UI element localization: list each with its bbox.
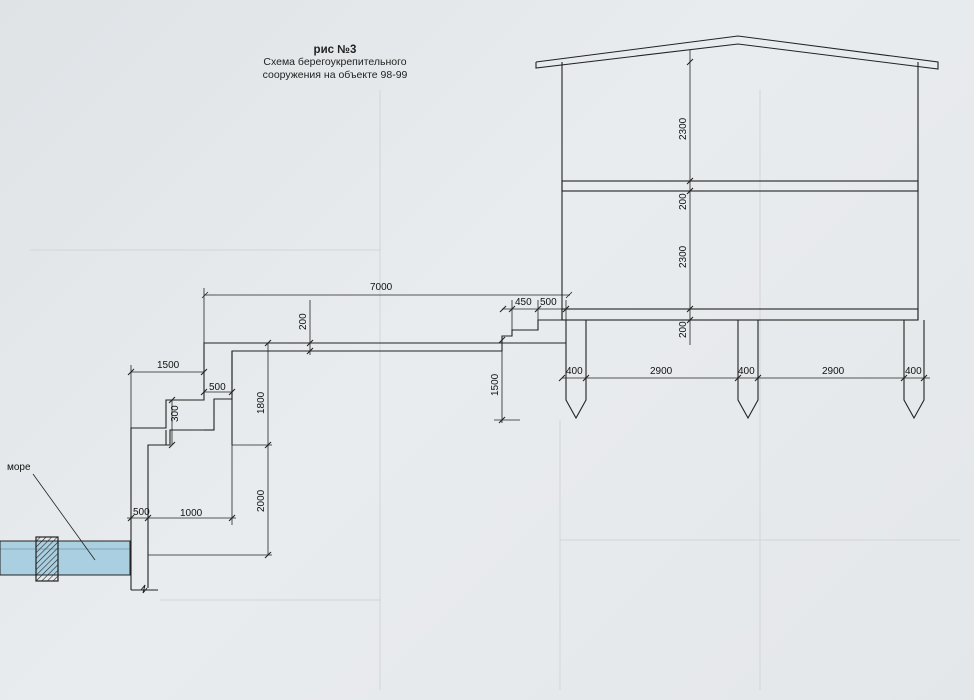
sea-leader-line <box>32 473 96 561</box>
dim-pile-400-b: 400 <box>738 366 755 377</box>
dimension-labels: 7000 450 500 200 1500 500 300 1800 2000 … <box>133 117 922 519</box>
dim-300: 300 <box>170 405 181 422</box>
retaining-wall <box>130 319 566 594</box>
dim-2900-a: 2900 <box>650 366 673 377</box>
dim-500-mid: 500 <box>209 382 226 393</box>
dim-1000: 1000 <box>180 508 203 519</box>
dim-2000: 2000 <box>256 489 267 512</box>
dim-200-bottom: 200 <box>678 321 689 338</box>
sea-water <box>0 536 131 582</box>
dim-200-mid: 200 <box>678 193 689 210</box>
dim-2300-lower: 2300 <box>678 245 689 268</box>
title-block: рис №3 Схема берегоукрепительного сооруж… <box>240 44 430 82</box>
dim-1800: 1800 <box>256 391 267 414</box>
dim-2300-upper: 2300 <box>678 117 689 140</box>
dimension-ticks <box>127 58 928 559</box>
floor-slab-lower <box>561 308 919 321</box>
dim-500-bottom: 500 <box>133 507 150 518</box>
figure-caption-line-2: сооружения на объекте 98-99 <box>262 69 408 81</box>
retaining-block <box>35 536 59 582</box>
dim-7000: 7000 <box>370 282 393 293</box>
sea-label: море <box>7 462 31 473</box>
piles <box>565 320 925 420</box>
dim-pile-400-c: 400 <box>905 366 922 377</box>
pile-1 <box>565 320 587 420</box>
dim-1500-top: 1500 <box>157 360 180 371</box>
pile-3 <box>903 320 925 420</box>
dim-200-left: 200 <box>298 313 309 330</box>
figure-caption-line-1: Схема берегоукрепительного <box>263 56 407 68</box>
dimension-lines <box>127 50 930 556</box>
dim-450: 450 <box>515 297 532 308</box>
dim-1500-right: 1500 <box>490 373 501 396</box>
roof <box>535 35 939 70</box>
pile-2 <box>737 320 759 420</box>
dim-500-top: 500 <box>540 297 557 308</box>
dim-pile-400-a: 400 <box>566 366 583 377</box>
dim-2900-b: 2900 <box>822 366 845 377</box>
building <box>535 35 939 321</box>
figure-title: рис №3 <box>313 44 357 56</box>
background-print-lines <box>30 90 960 690</box>
floor-slab-upper <box>561 180 919 192</box>
